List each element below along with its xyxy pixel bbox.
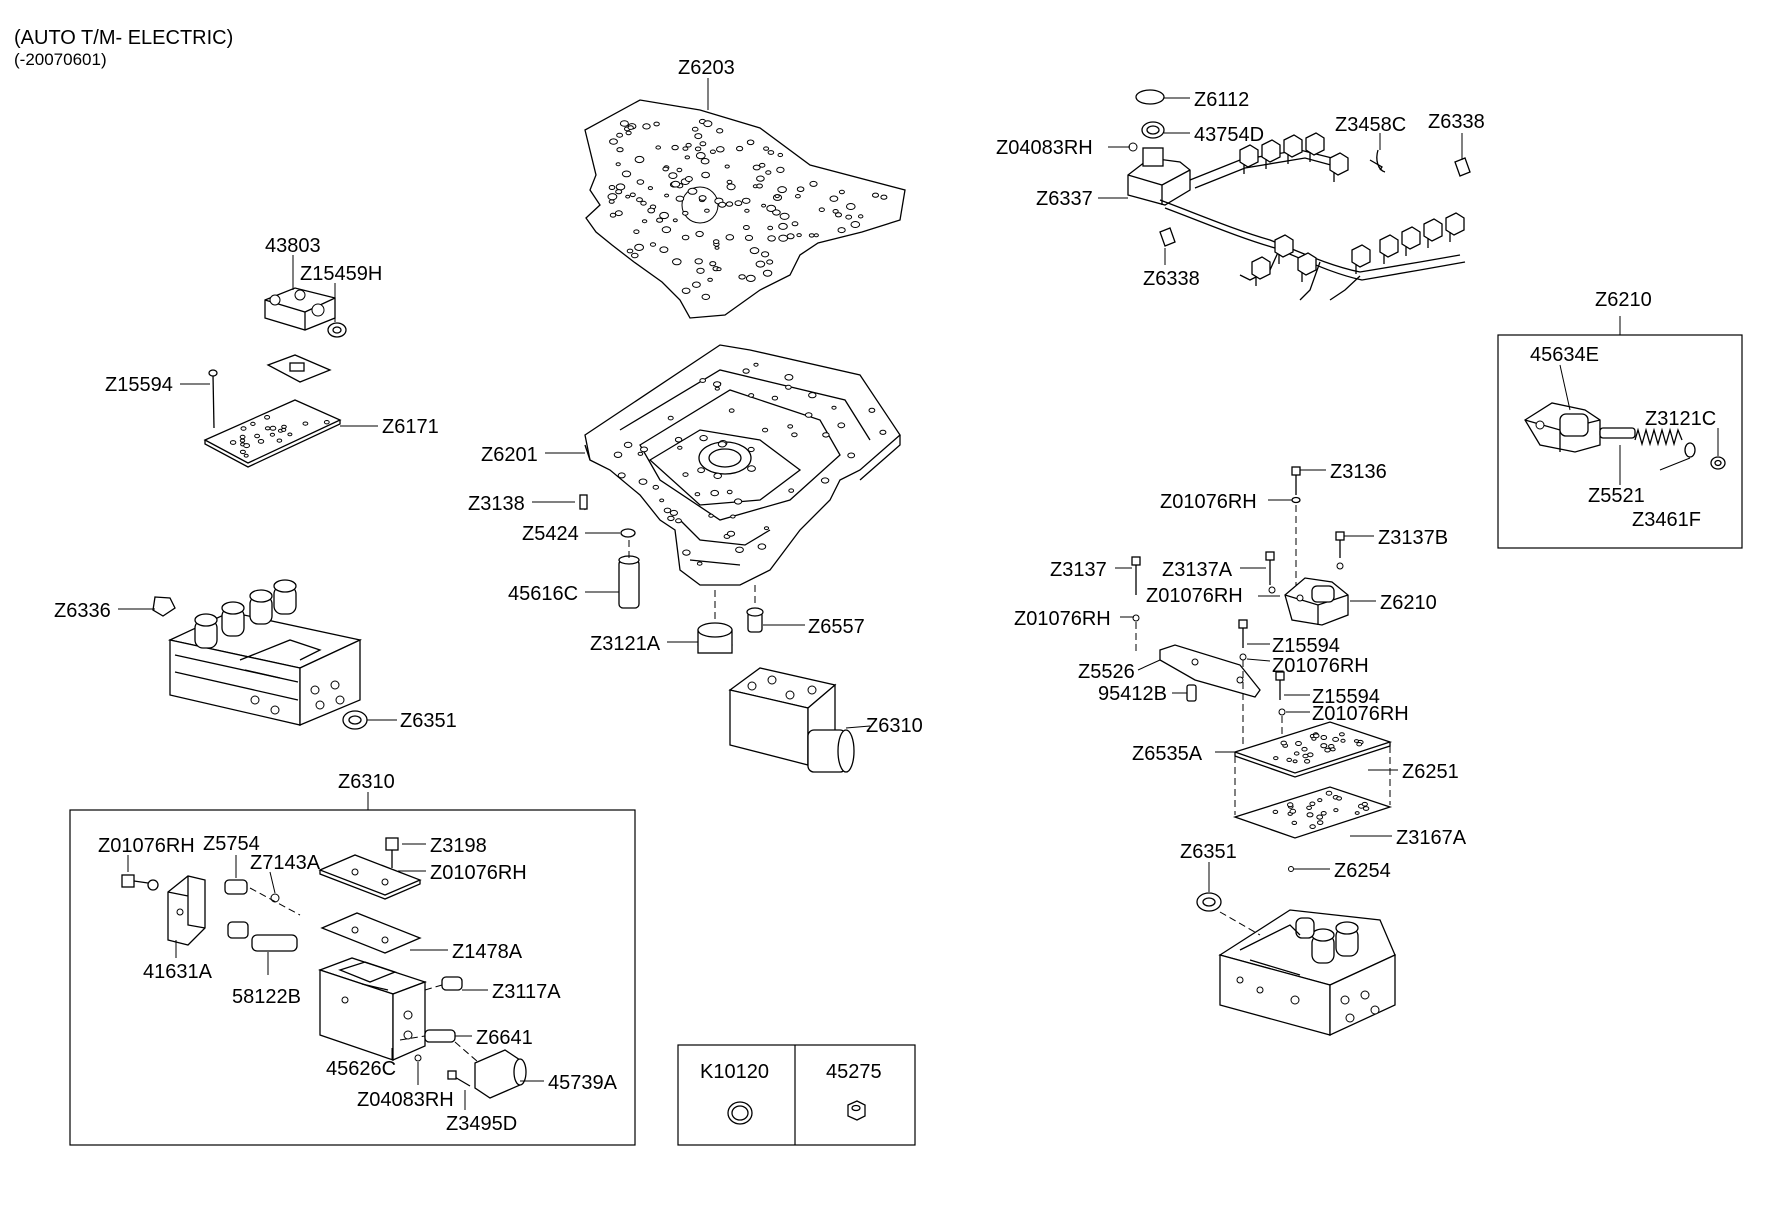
label-45616c[interactable]: 45616C: [508, 583, 578, 605]
label-z6337[interactable]: Z6337: [1036, 188, 1093, 210]
label-z6310-center[interactable]: Z6310: [866, 715, 923, 737]
label-z3461f[interactable]: Z3461F: [1632, 509, 1701, 531]
label-z1478a[interactable]: Z1478A: [452, 941, 523, 963]
label-z01076rh-3[interactable]: Z01076RH: [1014, 608, 1111, 630]
label-z6201[interactable]: Z6201: [481, 444, 538, 466]
label-43754d[interactable]: 43754D: [1194, 124, 1264, 146]
part-labels: Z6203 43803 Z15459H Z15594 Z6171 Z6201 Z…: [54, 57, 1719, 1135]
label-z15459h[interactable]: Z15459H: [300, 263, 382, 285]
label-z15594-1[interactable]: Z15594: [1272, 635, 1340, 657]
label-k10120[interactable]: K10120: [700, 1061, 769, 1083]
label-45626c[interactable]: 45626C: [326, 1058, 396, 1080]
label-z6310-box[interactable]: Z6310: [338, 771, 395, 793]
label-z6351-right[interactable]: Z6351: [1180, 841, 1237, 863]
label-58122b[interactable]: 58122B: [232, 986, 301, 1008]
label-z01076rh-box-2[interactable]: Z01076RH: [430, 862, 527, 884]
diagram-date-range: (-20070601): [14, 50, 107, 69]
center-small-parts: [579, 494, 764, 654]
label-z6338-bottom[interactable]: Z6338: [1143, 268, 1200, 290]
small-parts-box: [677, 1044, 916, 1146]
label-z7143a[interactable]: Z7143A: [250, 852, 321, 874]
label-z3198[interactable]: Z3198: [430, 835, 487, 857]
label-z3458c[interactable]: Z3458C: [1335, 114, 1406, 136]
label-z01076rh-1[interactable]: Z01076RH: [1160, 491, 1257, 513]
label-z6203[interactable]: Z6203: [678, 57, 735, 79]
label-45634e[interactable]: 45634E: [1530, 344, 1599, 366]
label-z5424[interactable]: Z5424: [522, 523, 579, 545]
label-z3137[interactable]: Z3137: [1050, 559, 1107, 581]
valve-body-assy-left: [152, 579, 368, 730]
right-lower-stack: [1131, 466, 1396, 1037]
wiring-harness-z6337: [1127, 89, 1471, 301]
label-95412b[interactable]: 95412B: [1098, 683, 1167, 705]
label-z3137b[interactable]: Z3137B: [1378, 527, 1448, 549]
label-43803[interactable]: 43803: [265, 235, 321, 257]
z6210-detail-box: [1497, 316, 1743, 549]
label-z3136[interactable]: Z3136: [1330, 461, 1387, 483]
label-z6171[interactable]: Z6171: [382, 416, 439, 438]
label-z6641[interactable]: Z6641: [476, 1027, 533, 1049]
label-41631a[interactable]: 41631A: [143, 961, 213, 983]
label-z5754[interactable]: Z5754: [203, 833, 260, 855]
label-z01076rh-2[interactable]: Z01076RH: [1146, 585, 1243, 607]
label-z3167a[interactable]: Z3167A: [1396, 827, 1467, 849]
label-z6210-stack[interactable]: Z6210: [1380, 592, 1437, 614]
label-z5521[interactable]: Z5521: [1588, 485, 1645, 507]
label-z15594-2[interactable]: Z15594: [1312, 686, 1380, 708]
label-z6338-top[interactable]: Z6338: [1428, 111, 1485, 133]
z6310-exploded-box: [69, 792, 636, 1146]
label-z6557[interactable]: Z6557: [808, 616, 865, 638]
label-z6535a[interactable]: Z6535A: [1132, 743, 1203, 765]
label-z3117a[interactable]: Z3117A: [492, 981, 561, 1003]
label-z6254[interactable]: Z6254: [1334, 860, 1391, 882]
label-z01076rh-5[interactable]: Z01076RH: [1312, 703, 1409, 725]
label-45739a[interactable]: 45739A: [548, 1072, 618, 1094]
label-z3121c[interactable]: Z3121C: [1645, 408, 1716, 430]
label-z6112[interactable]: Z6112: [1194, 89, 1249, 111]
solenoid-block-z6310: [728, 667, 871, 773]
label-z6210-box[interactable]: Z6210: [1595, 289, 1652, 311]
label-45275[interactable]: 45275: [826, 1061, 882, 1083]
label-z01076rh-4[interactable]: Z01076RH: [1272, 655, 1369, 677]
cover-assy-43803: [203, 287, 347, 468]
label-z6251[interactable]: Z6251: [1402, 761, 1459, 783]
diagram-title: (AUTO T/M- ELECTRIC): [14, 27, 234, 49]
valve-body-z6201: [584, 344, 901, 586]
label-z04083rh-top[interactable]: Z04083RH: [996, 137, 1093, 159]
gasket-plate-z6203: [584, 99, 906, 319]
label-z3138[interactable]: Z3138: [468, 493, 525, 515]
label-z6351-left[interactable]: Z6351: [400, 710, 457, 732]
label-z3495d[interactable]: Z3495D: [446, 1113, 517, 1135]
label-z5526[interactable]: Z5526: [1078, 661, 1135, 683]
label-z04083rh-box[interactable]: Z04083RH: [357, 1089, 454, 1111]
label-z3137a[interactable]: Z3137A: [1162, 559, 1233, 581]
label-z15594-left[interactable]: Z15594: [105, 374, 173, 396]
label-z6336[interactable]: Z6336: [54, 600, 111, 622]
label-z01076rh-box[interactable]: Z01076RH: [98, 835, 195, 857]
label-z3121a[interactable]: Z3121A: [590, 633, 661, 655]
